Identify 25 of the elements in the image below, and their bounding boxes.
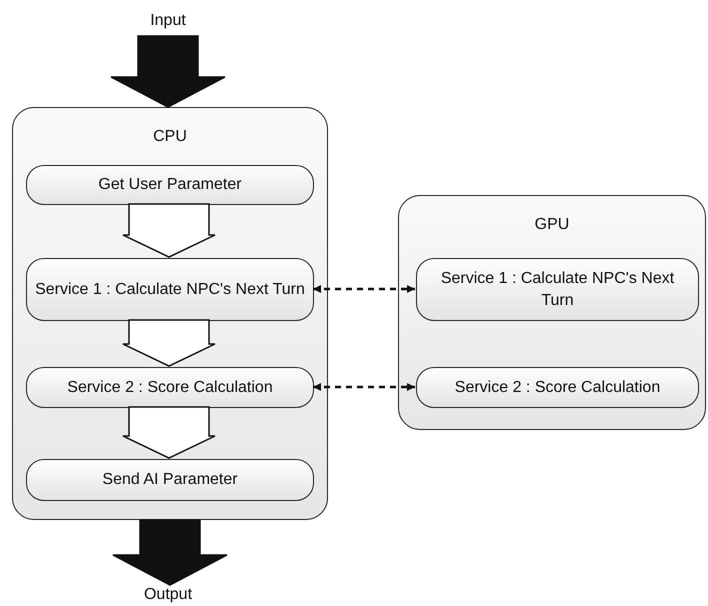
container-box bbox=[398, 195, 706, 430]
process-box bbox=[26, 459, 314, 501]
text-label: Input bbox=[128, 6, 208, 36]
process-box bbox=[26, 258, 314, 321]
box-label: Service 1 : Calculate NPC's Next Turn bbox=[440, 268, 676, 310]
box-label: Service 2 : Score Calculation bbox=[66, 378, 274, 398]
container-title: GPU bbox=[534, 216, 570, 234]
dashed-arrow bbox=[313, 383, 415, 391]
container-box bbox=[12, 107, 328, 520]
box-label: Service 2 : Score Calculation bbox=[454, 378, 662, 398]
block-arrow bbox=[112, 519, 228, 586]
dashed-arrow bbox=[313, 285, 415, 293]
block-arrow bbox=[122, 319, 216, 367]
box-label: Service 1 : Calculate NPC's Next Turn bbox=[34, 280, 306, 300]
block-arrow bbox=[110, 35, 226, 108]
process-box bbox=[416, 258, 699, 321]
process-box bbox=[26, 367, 314, 408]
text-label: Output bbox=[128, 585, 208, 605]
box-label: Send AI Parameter bbox=[101, 470, 239, 490]
box-label: Get User Parameter bbox=[97, 175, 243, 195]
container-title: CPU bbox=[152, 128, 188, 146]
process-box bbox=[416, 367, 699, 408]
block-arrow bbox=[122, 406, 216, 459]
process-box bbox=[26, 165, 314, 205]
block-arrow bbox=[122, 203, 216, 258]
